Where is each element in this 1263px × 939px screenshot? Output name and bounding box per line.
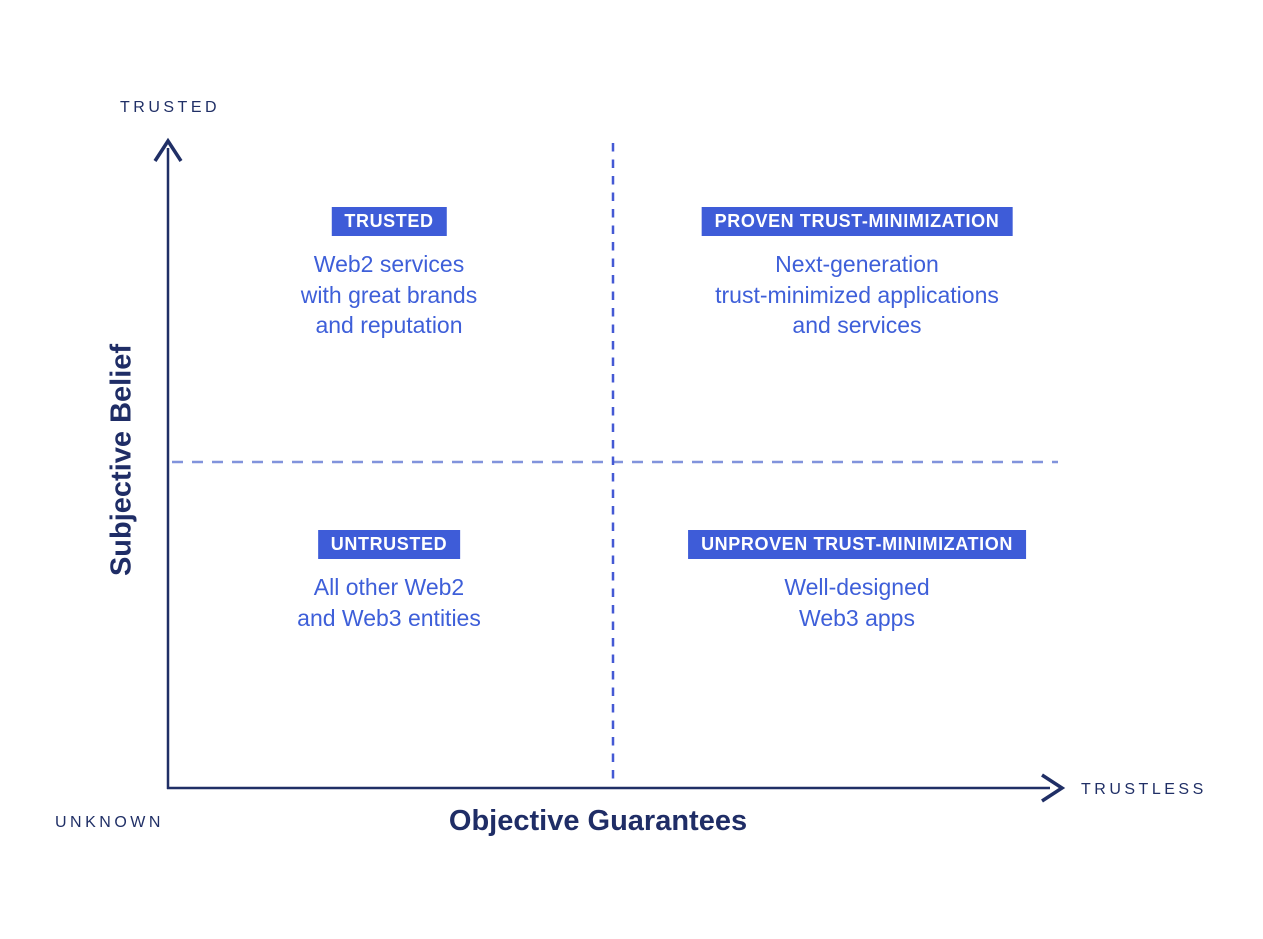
quadrant-badge-trusted: TRUSTED [331, 207, 447, 236]
quadrant-description-unproven-trust-minimization: Well-designed Web3 apps [688, 572, 1026, 633]
quadrant-description-proven-trust-minimization: Next-generation trust-minimized applicat… [702, 249, 1013, 341]
quadrant-badge-untrusted: UNTRUSTED [317, 530, 461, 559]
description-line: Web2 services [313, 251, 465, 277]
y-axis-arrow-icon [153, 137, 183, 162]
origin-label: UNKNOWN [55, 814, 164, 831]
quadrant-badge-proven-trust-minimization: PROVEN TRUST-MINIMIZATION [701, 207, 1013, 236]
quadrant-trusted: TRUSTED Web2 services with great brands … [301, 207, 477, 341]
description-line: Well-designed [784, 574, 930, 600]
quadrant-unproven-trust-minimization: UNPROVEN TRUST-MINIMIZATION Well-designe… [688, 530, 1026, 633]
quadrant-untrusted: UNTRUSTED All other Web2 and Web3 entiti… [297, 530, 481, 633]
quadrant-badge-unproven-trust-minimization: UNPROVEN TRUST-MINIMIZATION [688, 530, 1026, 559]
y-axis-top-label: TRUSTED [120, 99, 221, 116]
quadrant-description-trusted: Web2 services with great brands and repu… [301, 249, 477, 341]
x-axis-end-label: TRUSTLESS [1081, 781, 1207, 798]
description-line: All other Web2 [313, 574, 465, 600]
y-axis-title: Subjective Belief [105, 343, 138, 577]
x-axis-title: Objective Guarantees [448, 805, 748, 837]
description-line: trust-minimized applications [715, 281, 999, 308]
quadrant-proven-trust-minimization: PROVEN TRUST-MINIMIZATION Next-generatio… [701, 207, 1013, 341]
description-line: and services [792, 312, 922, 338]
x-axis-arrow-icon [1041, 773, 1066, 803]
quadrant-description-untrusted: All other Web2 and Web3 entities [297, 572, 481, 633]
description-line: and reputation [315, 312, 463, 338]
description-line: Web3 apps [799, 604, 915, 631]
description-line: with great brands [300, 281, 478, 308]
description-line: Next-generation [775, 251, 939, 277]
description-line: and Web3 entities [297, 604, 481, 631]
